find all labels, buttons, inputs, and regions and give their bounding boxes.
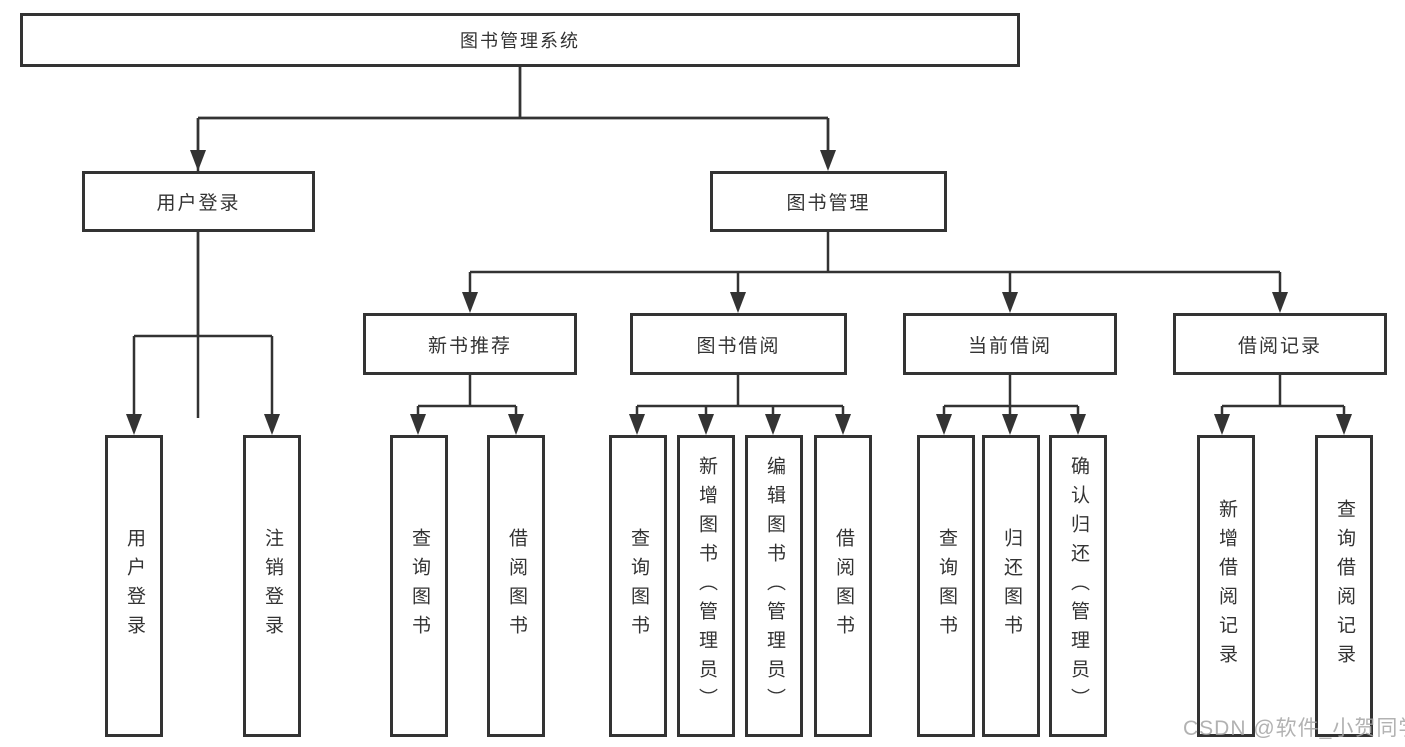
leaf-borrow-books-label: 借阅图书 <box>833 528 854 644</box>
leaf-query-borrow-record-label: 查询借阅记录 <box>1334 499 1355 673</box>
leaf-borrow-books-recommend-label: 借阅图书 <box>506 528 527 644</box>
node-root: 图书管理系统 <box>20 13 1020 67</box>
leaf-query-books-borrow: 查询图书 <box>609 435 667 737</box>
leaf-query-books-current: 查询图书 <box>917 435 975 737</box>
leaf-user-login-label: 用户登录 <box>124 528 145 644</box>
node-book-management: 图书管理 <box>710 171 947 232</box>
node-current-borrow-label: 当前借阅 <box>967 335 1052 357</box>
leaf-add-books-admin: 新增图书（管理员） <box>677 435 735 737</box>
node-user-login-label: 用户登录 <box>156 193 241 214</box>
leaf-add-books-admin-label: 新增图书（管理员） <box>696 455 717 717</box>
leaf-add-borrow-record-label: 新增借阅记录 <box>1216 499 1237 673</box>
leaf-confirm-return-admin-label: 确认归还（管理员） <box>1068 455 1089 717</box>
leaf-borrow-books: 借阅图书 <box>814 435 872 737</box>
connector-currentborrow-to-leaves <box>942 375 1080 416</box>
leaf-return-books: 归还图书 <box>982 435 1040 737</box>
connector-borrowrecord-to-leaves <box>1220 375 1346 416</box>
leaf-return-books-label: 归还图书 <box>1001 528 1022 644</box>
leaf-edit-books-admin: 编辑图书（管理员） <box>745 435 803 737</box>
node-new-book-recommend: 新书推荐 <box>363 313 577 375</box>
csdn-watermark: CSDN @软件_小贺同学 <box>1183 717 1405 740</box>
leaf-add-borrow-record: 新增借阅记录 <box>1197 435 1255 737</box>
node-user-login: 用户登录 <box>82 171 315 232</box>
leaf-logout-label: 注销登录 <box>262 528 283 644</box>
connector-bookmgmt-to-level3 <box>468 232 1282 294</box>
leaf-query-borrow-record: 查询借阅记录 <box>1315 435 1373 737</box>
node-book-management-label: 图书管理 <box>786 193 871 214</box>
connector-userlogin-to-leaves <box>132 232 274 416</box>
node-borrow-record-label: 借阅记录 <box>1237 335 1322 357</box>
leaf-query-books-current-label: 查询图书 <box>936 528 957 644</box>
connector-bookborrow-to-leaves <box>635 375 845 416</box>
arrowheads <box>126 150 1352 435</box>
node-borrow-record: 借阅记录 <box>1173 313 1387 375</box>
leaf-edit-books-admin-label: 编辑图书（管理员） <box>764 455 785 717</box>
leaf-logout: 注销登录 <box>243 435 301 737</box>
leaf-query-books-borrow-label: 查询图书 <box>628 528 649 644</box>
node-root-label: 图书管理系统 <box>460 31 580 51</box>
connector-newbook-to-leaves <box>416 375 518 416</box>
node-current-borrow: 当前借阅 <box>903 313 1117 375</box>
node-book-borrow: 图书借阅 <box>630 313 847 375</box>
leaf-user-login: 用户登录 <box>105 435 163 737</box>
node-book-borrow-label: 图书借阅 <box>696 335 781 357</box>
leaf-borrow-books-recommend: 借阅图书 <box>487 435 545 737</box>
node-new-book-recommend-label: 新书推荐 <box>427 335 512 357</box>
leaf-query-books-recommend-label: 查询图书 <box>409 528 430 644</box>
leaf-confirm-return-admin: 确认归还（管理员） <box>1049 435 1107 737</box>
leaf-query-books-recommend: 查询图书 <box>390 435 448 737</box>
